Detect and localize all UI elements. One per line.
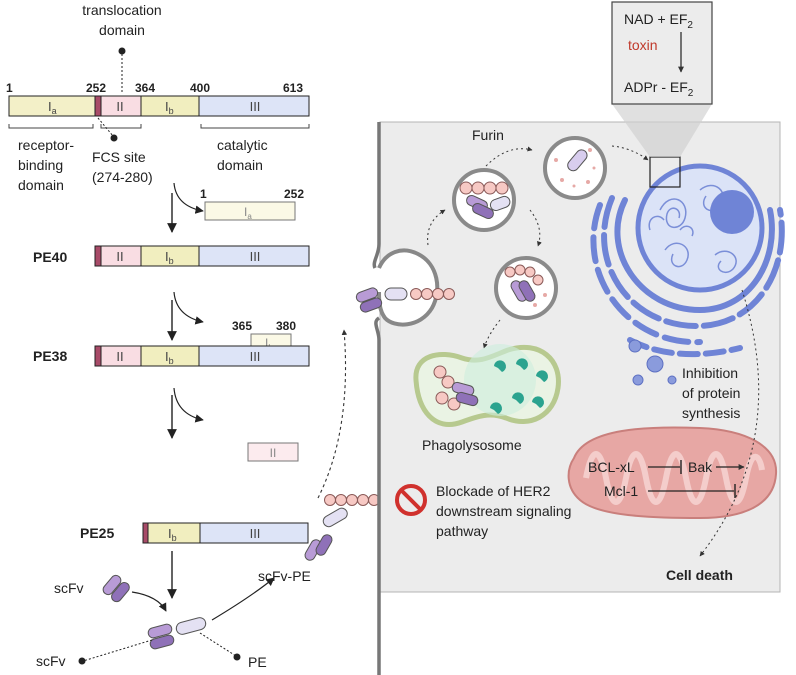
- pe25-label: PE25: [80, 525, 114, 541]
- receptor-label-2: binding: [18, 157, 63, 173]
- cleavage-step-3: II: [167, 387, 299, 462]
- pe40-construct: PE40 II Ib III: [33, 245, 310, 267]
- fcs-pointer-dot: [110, 134, 118, 142]
- segment-ii-label: II: [116, 99, 123, 114]
- fragment-ib-end: 380: [276, 319, 296, 333]
- pos-1: 1: [6, 81, 13, 95]
- fragment-ia: [204, 201, 296, 221]
- scfv-assembly: scFv scFv PE scFv-PE: [36, 329, 380, 670]
- pos-364: 364: [135, 81, 155, 95]
- nucleus-er: [590, 163, 785, 386]
- scfv-pe-conjugate: [304, 494, 380, 561]
- pe25-construct: PE25 Ib III: [80, 522, 309, 544]
- reaction-bottom: ADPr - EF2: [624, 79, 694, 99]
- catalytic-label-1: catalytic: [217, 137, 268, 153]
- cell-death-label: Cell death: [666, 567, 733, 583]
- inhibition-line-2: of protein: [682, 385, 740, 401]
- pos-613: 613: [283, 81, 303, 95]
- segment-fcs: [94, 95, 102, 117]
- endosome-1: [452, 168, 516, 232]
- pe40-label: PE40: [33, 249, 67, 265]
- cleavage-step-1: 1 252 Ia: [167, 182, 304, 233]
- fragment-ib-start: 365: [232, 319, 252, 333]
- pe40-ib-label: Ib: [165, 249, 174, 266]
- catalytic-label-2: domain: [217, 157, 263, 173]
- blockade-line-3: pathway: [436, 523, 488, 539]
- reaction-box: [611, 1, 713, 105]
- catalytic-bracket: [200, 124, 310, 129]
- blockade-line-1: Blockade of HER2: [436, 483, 551, 499]
- phagolysosome: [413, 344, 561, 427]
- translocation-label-1: translocation: [82, 2, 161, 18]
- scfv-top-label: scFv: [54, 580, 84, 596]
- fragment-ii-label: II: [270, 446, 277, 460]
- phagolysosome-label: Phagolysosome: [422, 437, 522, 453]
- pe38-label: PE38: [33, 348, 67, 364]
- pe40-ii-label: II: [116, 249, 123, 264]
- cleavage-step-2: 365 380 Ib: [167, 291, 296, 352]
- fcs-label-1: FCS site: [92, 149, 146, 165]
- scfv-pe-label: scFv-PE: [258, 568, 311, 584]
- endosome-2: [543, 136, 607, 200]
- trafficking: Furin: [413, 127, 649, 453]
- membrane-bound-conjugate: [355, 287, 455, 313]
- blockade: Blockade of HER2 downstream signaling pa…: [395, 483, 571, 539]
- pe38-ii-label: II: [116, 349, 123, 364]
- scfv-pe-fusion: [147, 617, 207, 650]
- zoom-callout: NAD + EF2 toxin ADPr - EF2: [611, 1, 713, 188]
- pe40-iii-label: III: [250, 249, 261, 264]
- translocation-pointer-dot: [118, 47, 126, 55]
- pe38-construct: PE38 II Ib III: [33, 345, 310, 367]
- inhibition-line-1: Inhibition: [682, 365, 738, 381]
- scfv-bottom-label: scFv: [36, 653, 66, 669]
- segment-iii-label: III: [250, 99, 261, 114]
- pe25-iii-label: III: [250, 526, 261, 541]
- fragment-ia-start: 1: [200, 187, 207, 201]
- pe25-ib-label: Ib: [168, 526, 177, 543]
- prohibited-icon: [395, 484, 427, 516]
- bclxl-label: BCL-xL: [588, 459, 635, 475]
- ii-bracket: [100, 124, 142, 129]
- pe-full-length: translocation domain 1 252 364 400 613 I…: [6, 2, 310, 193]
- segment-iii: [198, 95, 310, 117]
- blockade-line-2: downstream signaling: [436, 503, 571, 519]
- pe38-ib-label: Ib: [165, 349, 174, 366]
- scfv-antibody: [102, 574, 130, 603]
- segment-ib-label: Ib: [165, 99, 174, 116]
- fcs-label-2: (274-280): [92, 169, 153, 185]
- plasma-membrane: [372, 122, 381, 675]
- endosome-3: [494, 256, 558, 320]
- fragment-ia-end: 252: [284, 187, 304, 201]
- segment-ia-label: Ia: [48, 99, 57, 116]
- pe38-iii-label: III: [250, 349, 261, 364]
- pos-400: 400: [190, 81, 210, 95]
- pos-252: 252: [86, 81, 106, 95]
- reaction-top: NAD + EF2: [624, 11, 693, 31]
- translocation-label-2: domain: [99, 22, 145, 38]
- receptor-bracket: [8, 124, 94, 129]
- fcs-pointer-line: [97, 117, 114, 137]
- fragment-ia-label: Ia: [244, 205, 252, 221]
- pe-label: PE: [248, 654, 267, 670]
- inhibition-line-3: synthesis: [682, 405, 740, 421]
- fragment-ii: [247, 442, 299, 462]
- bak-label: Bak: [688, 459, 713, 475]
- receptor-label-1: receptor-: [18, 137, 74, 153]
- receptor-label-3: domain: [18, 177, 64, 193]
- endocytic-vesicle: [355, 248, 455, 327]
- furin-label: Furin: [472, 127, 504, 143]
- mcl1-label: Mcl-1: [604, 483, 638, 499]
- reaction-toxin: toxin: [628, 37, 658, 53]
